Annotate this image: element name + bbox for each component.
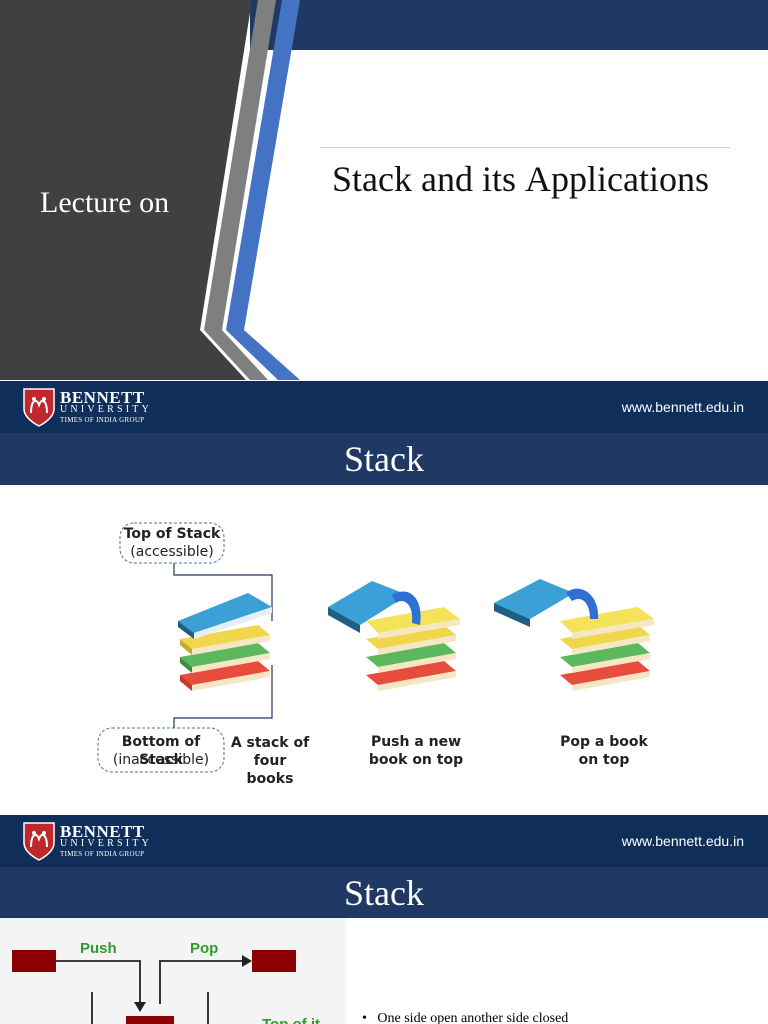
- title-word: and: [420, 159, 473, 199]
- brand-name: BENNETT: [60, 822, 145, 841]
- caption-four-books-2: four books: [246, 753, 294, 787]
- bottom-of-stack-sublabel: (inaccessible): [112, 752, 210, 768]
- bullet-item: • One side open another side closed: [362, 1011, 568, 1024]
- caption-pop-2: on top: [578, 752, 630, 768]
- push-pop-diagram: [0, 918, 346, 1024]
- slide-title-bar: Stack: [0, 867, 768, 919]
- top-of-stack-sublabel: (accessible): [130, 544, 214, 560]
- top-of-stack-label: Top of Stack: [123, 526, 221, 542]
- slide-title: Stack and its Applications: [332, 158, 718, 200]
- top-of-stack-bubble: [119, 522, 225, 564]
- university-footer: BENNETT UNIVERSITY TIMES OF INDIA GROUP …: [0, 381, 768, 433]
- shield-icon: [23, 388, 55, 427]
- stack-top-block: [126, 1016, 174, 1024]
- bottom-of-stack-label: Bottom of Stack: [121, 734, 201, 768]
- bullet-icon: •: [362, 1011, 378, 1024]
- university-logo: BENNETT UNIVERSITY TIMES OF INDIA GROUP: [22, 387, 162, 429]
- lecture-label: Lecture on: [40, 186, 170, 219]
- top-label-partial: Top of it: [262, 1016, 346, 1024]
- university-logo: BENNETT UNIVERSITY TIMES OF INDIA GROUP: [22, 821, 162, 863]
- university-footer: BENNETT UNIVERSITY TIMES OF INDIA GROUP …: [0, 815, 768, 867]
- pop-book-stack: [494, 579, 654, 691]
- brand-group: TIMES OF INDIA GROUP: [60, 850, 145, 858]
- stack-books-illustration: [97, 522, 654, 773]
- title-word: Applications: [524, 159, 709, 199]
- caption-push: Push a new: [370, 734, 462, 750]
- website-link[interactable]: www.bennett.edu.in: [621, 833, 744, 849]
- stack-diagram-slide: Push Pop Top of it • One side open anoth…: [0, 918, 768, 1024]
- push-label: Push: [80, 940, 117, 957]
- brand-group: TIMES OF INDIA GROUP: [60, 416, 145, 424]
- caption-pop: Pop a book: [560, 734, 648, 750]
- website-link[interactable]: www.bennett.edu.in: [621, 399, 744, 415]
- bullet-text: One side open another side closed: [377, 1011, 569, 1024]
- push-book-stack: [328, 581, 460, 691]
- title-rule: [320, 147, 730, 148]
- stack-illustration-slide: Top of Stack (accessible) Bottom of Stac…: [0, 485, 768, 815]
- brand-name: BENNETT: [60, 388, 145, 407]
- push-block: [12, 950, 56, 972]
- title-word: Stack: [332, 159, 412, 199]
- brand-sub: UNIVERSITY: [60, 838, 152, 849]
- slide-title-bar: Stack: [0, 433, 768, 485]
- brand-sub: UNIVERSITY: [60, 404, 152, 415]
- caption-push-2: book on top: [368, 752, 464, 768]
- caption-four-books: A stack of: [230, 735, 310, 751]
- pop-label: Pop: [190, 940, 219, 957]
- title-word: its: [481, 159, 516, 199]
- four-book-stack: [178, 593, 272, 691]
- bottom-of-stack-bubble: [97, 727, 225, 773]
- title-slide-background: [0, 0, 768, 380]
- pop-block: [252, 950, 296, 972]
- shield-icon: [23, 822, 55, 861]
- title-slide: Lecture on Stack and its Applications: [0, 0, 768, 380]
